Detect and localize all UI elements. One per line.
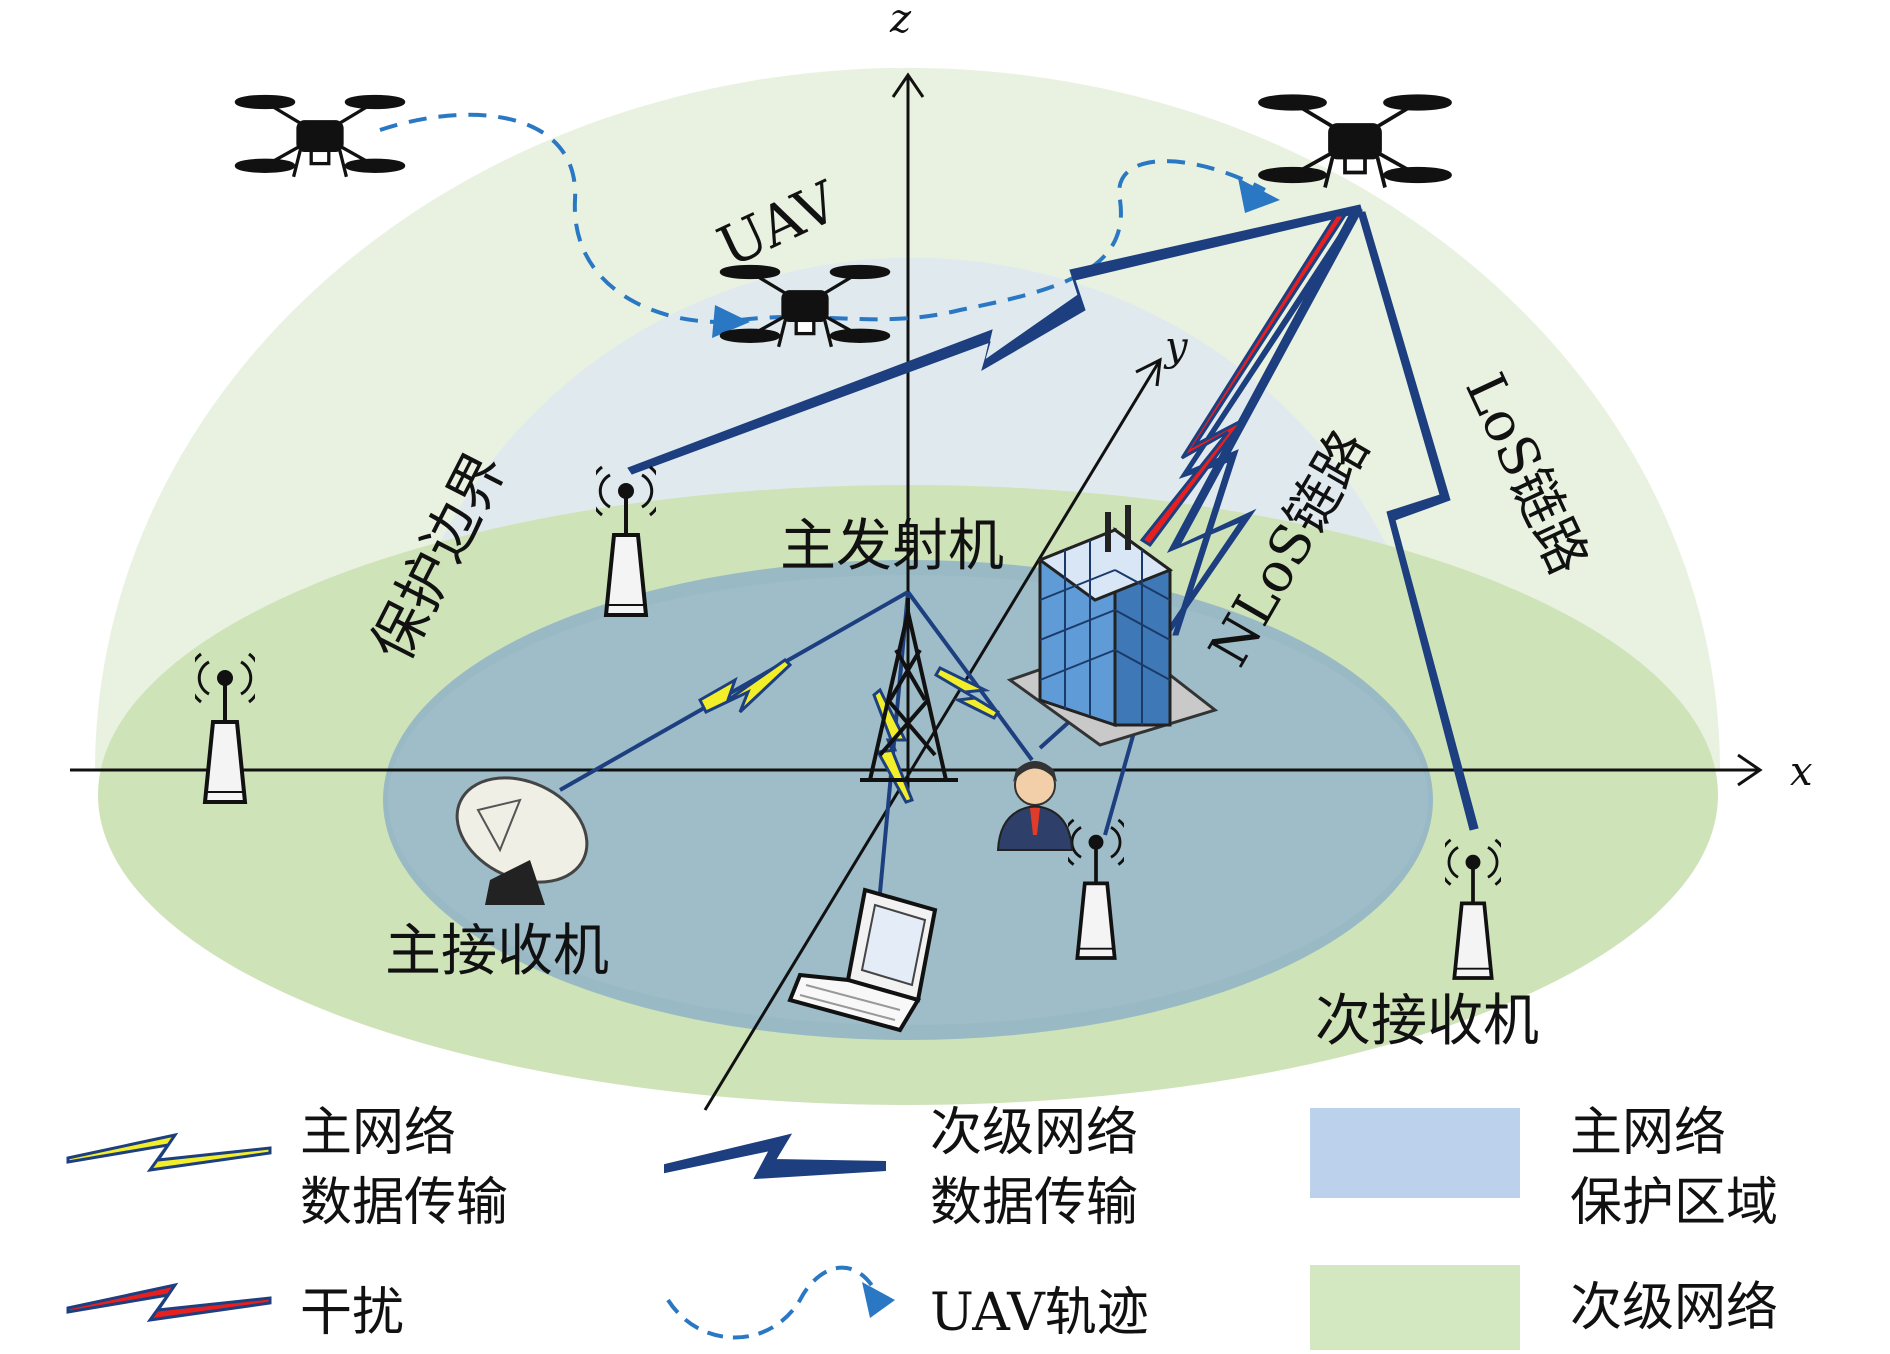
primary-receiver-label: 主接收机 bbox=[385, 919, 609, 984]
legend-secondary-network-label: 次级网络 bbox=[1570, 1278, 1778, 1338]
secondary-receiver-label: 次接收机 bbox=[1315, 989, 1539, 1054]
user-person-icon bbox=[996, 761, 1074, 851]
legend-primary-data-line1: 主网络 bbox=[300, 1103, 456, 1163]
uav-drone-icon-1 bbox=[234, 94, 406, 179]
legend-protect-zone-swatch bbox=[1310, 1108, 1520, 1198]
legend-primary-bolt bbox=[66, 1132, 272, 1172]
legend-interference-bolt bbox=[66, 1282, 272, 1322]
uav-drone-icon-3 bbox=[1258, 94, 1452, 190]
legend-protect-zone-line1: 主网络 bbox=[1570, 1103, 1726, 1163]
legend-secondary-network-swatch bbox=[1310, 1265, 1520, 1350]
x-axis-label: x bbox=[1790, 749, 1813, 795]
building-icon bbox=[1006, 505, 1219, 747]
legend-secondary-data-line1: 次级网络 bbox=[930, 1103, 1138, 1163]
legend-secondary-bolt bbox=[664, 1133, 886, 1180]
legend-uav-track-arrow bbox=[862, 1282, 895, 1318]
legend-secondary-data-line2: 数据传输 bbox=[930, 1173, 1138, 1233]
legend-uav-track bbox=[666, 1265, 877, 1340]
legend-primary-data-line2: 数据传输 bbox=[300, 1173, 508, 1233]
z-axis-label: z bbox=[889, 0, 912, 42]
coordinate-axes bbox=[70, 72, 1763, 1111]
y-axis-label: y bbox=[1163, 324, 1189, 370]
interference-bolt bbox=[1139, 213, 1348, 548]
trajectory-arrow-mid bbox=[712, 305, 750, 338]
trajectory-arrow-end bbox=[1238, 178, 1280, 213]
primary-transmitter-tower-icon bbox=[860, 598, 958, 782]
legend-interference-label: 干扰 bbox=[300, 1283, 404, 1343]
legend-protect-zone-line2: 保护区域 bbox=[1570, 1173, 1778, 1233]
laptop-icon bbox=[787, 887, 938, 1033]
legend-uav-track-label: UAV轨迹 bbox=[930, 1283, 1149, 1343]
primary-transmitter-label: 主发射机 bbox=[780, 514, 1004, 579]
satellite-dish-icon bbox=[455, 776, 589, 905]
legend: 主网络 数据传输 次级网络 数据传输 主网络 保护区域 干扰 UAV轨迹 次级网… bbox=[66, 1103, 1778, 1350]
